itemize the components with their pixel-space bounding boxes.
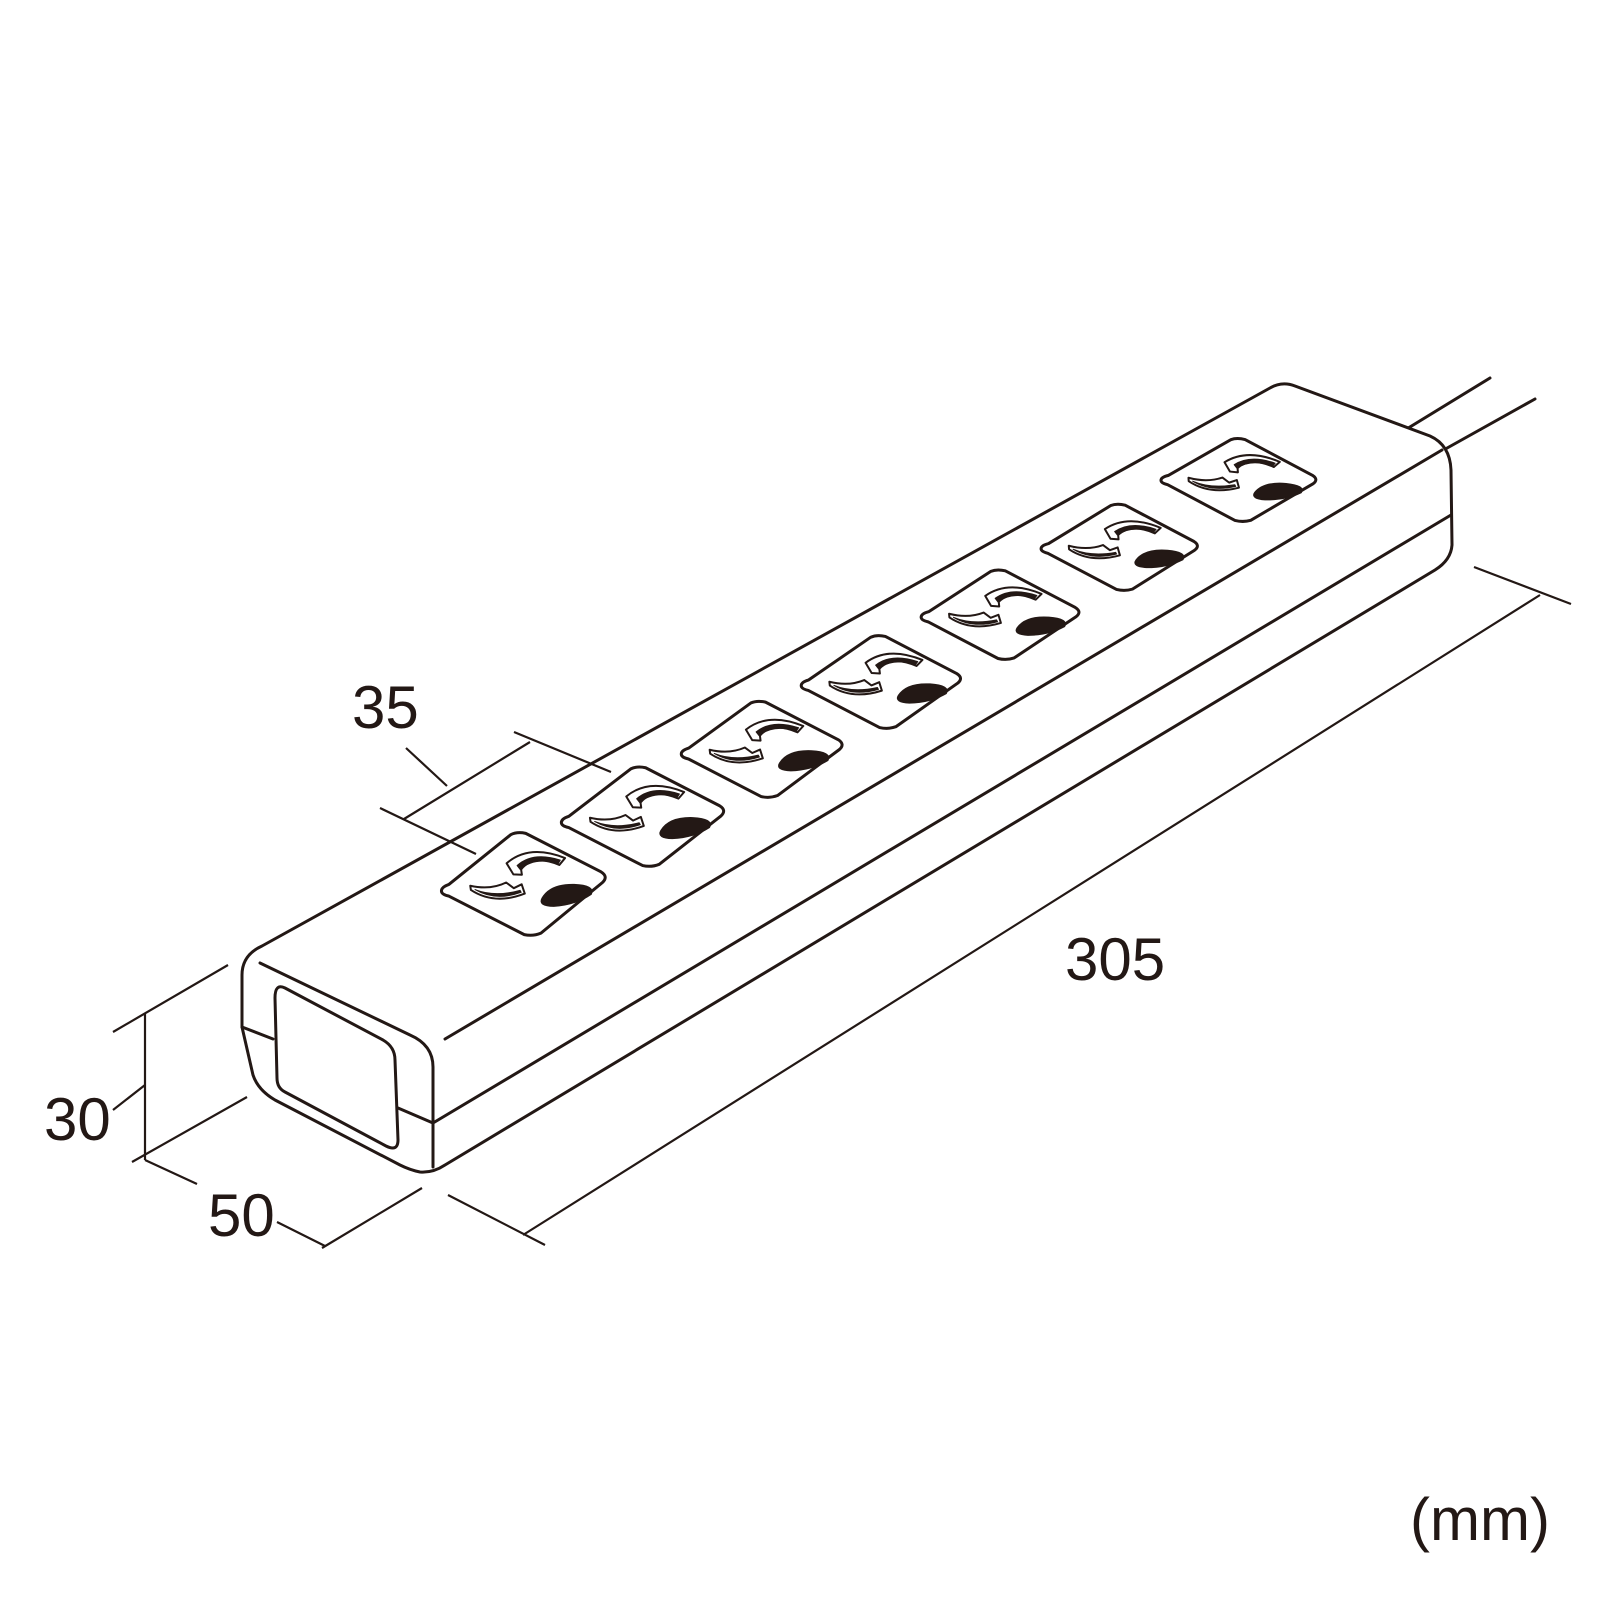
dimension-label-305: 305 (1065, 926, 1165, 993)
outlet-plate (1158, 438, 1319, 522)
seam-line (240, 513, 1453, 1125)
ground-slot-fill (1114, 525, 1156, 535)
dimension-width: 50 (144, 1159, 423, 1249)
outlet (675, 696, 848, 802)
left-slot-fill (595, 818, 641, 830)
right-slot (1253, 484, 1302, 500)
right-slot (540, 883, 594, 907)
right-slot (1134, 550, 1184, 567)
right-slot (1015, 617, 1066, 636)
unit-label: (mm) (1410, 1486, 1550, 1553)
end-face-top-edge (258, 961, 435, 1169)
outlet (1158, 438, 1319, 522)
outlet (434, 826, 613, 943)
dimension-label-50: 50 (208, 1182, 275, 1249)
right-slot (896, 683, 947, 703)
left-slot-fill (1073, 548, 1117, 557)
dimension-label-35: 35 (352, 674, 419, 741)
ground-slot-fill (755, 723, 799, 736)
left-slot-fill (953, 616, 997, 625)
outlet-plate (1037, 503, 1201, 592)
ground-slot-fill (636, 789, 681, 803)
ground-slot-fill (995, 591, 1038, 602)
ground-slot-fill (1234, 459, 1276, 468)
right-slot (658, 816, 711, 839)
outlet (917, 567, 1084, 662)
ground-slot-fill (875, 657, 918, 669)
ground-slot-fill (516, 855, 561, 870)
strip-body (240, 382, 1454, 1174)
dimension-length: 305 (447, 565, 1572, 1246)
dimension-outlet-pitch: 35 (352, 674, 612, 855)
dimension-height: 30 (44, 964, 248, 1163)
outlet (796, 632, 966, 732)
outlet (1037, 503, 1201, 592)
end-label-panel (273, 985, 400, 1150)
right-slot (777, 750, 829, 771)
outlet (554, 761, 730, 873)
left-slot-fill (475, 886, 521, 899)
dimension-label-30: 30 (44, 1086, 111, 1153)
left-slot-fill (834, 683, 879, 693)
left-slot-fill (1193, 481, 1236, 489)
top-face-edge (443, 448, 1444, 1041)
left-slot-fill (714, 751, 759, 762)
outlets (434, 438, 1319, 943)
power-cord (1403, 376, 1537, 454)
